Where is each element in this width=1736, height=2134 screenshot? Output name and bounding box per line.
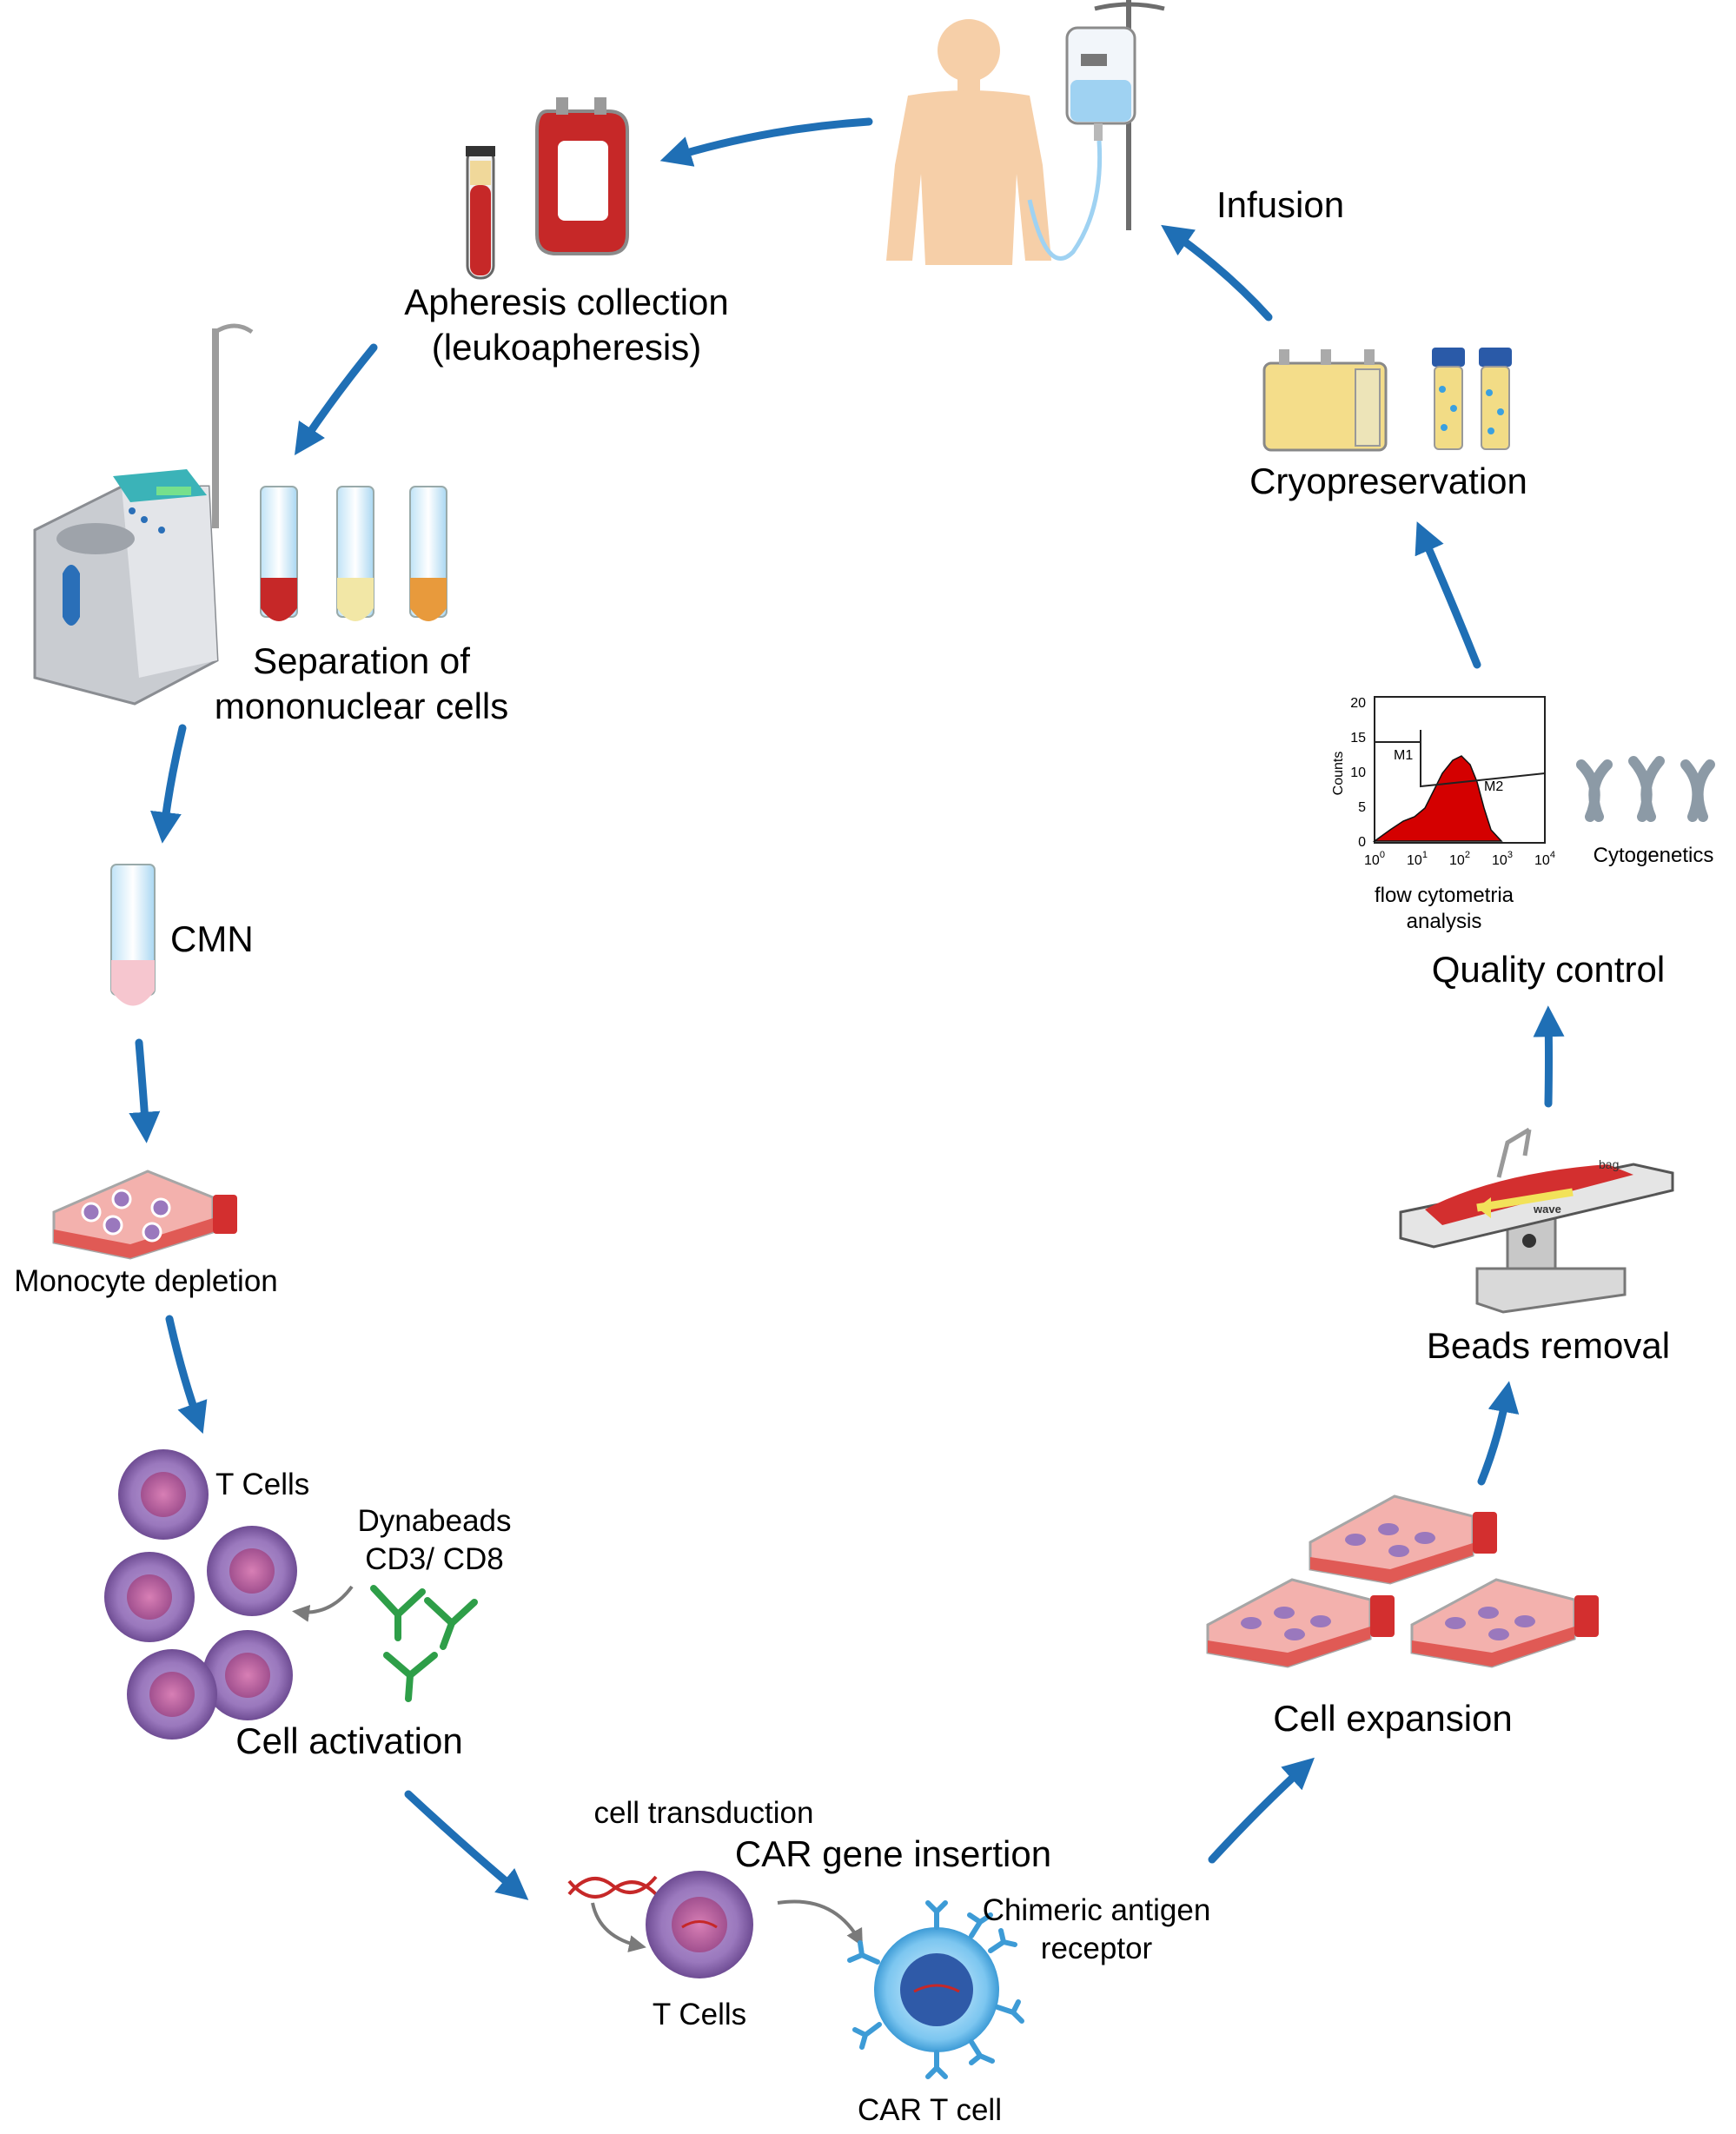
flow-x-ticks: 100 101 102 103 104 xyxy=(1364,850,1555,868)
label-chimeric-1: Chimeric antigen xyxy=(983,1893,1211,1927)
blood-bag-icon xyxy=(535,97,629,255)
flow-markers: M1 M2 xyxy=(1394,748,1503,794)
xtick: 100 xyxy=(1364,850,1385,868)
antibodies-icon xyxy=(370,1585,478,1702)
ytick: 20 xyxy=(1350,696,1366,711)
arrow-expansion-to-beads xyxy=(1477,1381,1520,1486)
flow-ylabel: Counts xyxy=(1331,752,1346,796)
cycle-arrows xyxy=(129,117,1565,1900)
t-cell-icon xyxy=(207,1526,297,1616)
t-cell-icon xyxy=(202,1630,293,1720)
t-cell-icon xyxy=(118,1449,209,1540)
label-t-cells-2: T Cells xyxy=(653,1998,746,2031)
blood-tube-icon xyxy=(466,146,495,280)
t-cell-icon xyxy=(104,1552,195,1642)
cryo-vial-icon xyxy=(1479,348,1512,450)
label-apheresis-1: Apheresis collection xyxy=(404,282,729,322)
label-cell-transduction: cell transduction xyxy=(594,1796,814,1830)
arrow-activation-to-transduction xyxy=(404,1790,529,1900)
label-chimeric-2: receptor xyxy=(1041,1932,1153,1965)
chimeric-receptor-icon xyxy=(847,1900,1024,2079)
xtick: 101 xyxy=(1407,850,1428,868)
marker-m1: M1 xyxy=(1394,748,1413,763)
cryo-vial-icon xyxy=(1432,348,1465,450)
label-flow-1: flow cytometria xyxy=(1375,884,1514,907)
ytick: 15 xyxy=(1350,731,1366,746)
arrow-cmn-to-monocyte xyxy=(129,1038,161,1143)
ytick: 10 xyxy=(1350,765,1366,780)
xtick: 103 xyxy=(1492,850,1513,868)
flow-cytometry-plot: M1 M2 0 5 10 15 20 Counts 100 101 102 10… xyxy=(1331,696,1555,868)
label-flow-2: analysis xyxy=(1407,910,1482,933)
arrow-dna-to-tcell xyxy=(591,1902,646,1952)
label-beads-removal: Beads removal xyxy=(1427,1325,1670,1366)
arrow-separation-to-cmn xyxy=(150,724,187,844)
arrow-beads-to-quality xyxy=(1533,1005,1565,1108)
label-monocyte-depletion: Monocyte depletion xyxy=(14,1264,278,1298)
wave-bioreactor-icon: wave bag xyxy=(1399,1127,1674,1314)
culture-flask-icon xyxy=(52,1170,237,1260)
marker-m2: M2 xyxy=(1484,779,1503,794)
expansion-flask-icon xyxy=(1410,1578,1599,1668)
bag-label: bag xyxy=(1599,1157,1619,1171)
arrow-monocyte-to-activation xyxy=(165,1315,208,1435)
label-separation-2: mononuclear cells xyxy=(215,686,509,726)
label-apheresis-2: (leukoapheresis) xyxy=(432,327,702,368)
chromosomes-icon xyxy=(1576,756,1715,822)
label-cytogenetics: Cytogenetics xyxy=(1594,844,1714,867)
tube-red-icon xyxy=(260,486,298,621)
car-t-cell-icon xyxy=(847,1900,1024,2079)
xtick: 104 xyxy=(1534,850,1555,868)
cryo-bag-icon xyxy=(1262,349,1388,452)
cmn-tube-icon xyxy=(110,864,156,1006)
arrow-infusion-to-apheresis xyxy=(659,117,873,167)
label-dynabeads-2: CD3/ CD8 xyxy=(365,1542,503,1576)
t-cell-transduced-icon xyxy=(646,1871,753,1978)
ytick: 5 xyxy=(1358,800,1366,815)
tube-orange-icon xyxy=(409,486,447,621)
arrow-tcell-to-car xyxy=(777,1899,863,1947)
cell-separator-machine-icon xyxy=(33,323,254,706)
arrow-quality-to-cryo xyxy=(1415,521,1481,669)
t-cell-icon xyxy=(127,1649,217,1740)
xtick: 102 xyxy=(1449,850,1470,868)
patient-figure xyxy=(886,19,1051,265)
iv-stand-icon xyxy=(1027,0,1165,261)
arrow-car-to-expansion xyxy=(1208,1757,1315,1864)
label-t-cells: T Cells xyxy=(215,1468,309,1501)
tube-yellow-icon xyxy=(336,486,374,621)
label-dynabeads-1: Dynabeads xyxy=(357,1504,511,1538)
t-cells-cluster xyxy=(104,1449,297,1740)
ytick: 0 xyxy=(1358,835,1366,850)
expansion-flask-icon xyxy=(1309,1494,1497,1585)
label-quality-control: Quality control xyxy=(1432,949,1665,990)
expansion-flask-icon xyxy=(1206,1578,1395,1668)
arrow-dynabeads-to-cells xyxy=(292,1585,354,1622)
flow-y-ticks: 0 5 10 15 20 xyxy=(1350,696,1366,850)
arrow-apheresis-to-separation xyxy=(295,343,378,455)
label-cryopreservation: Cryopreservation xyxy=(1249,461,1527,501)
label-cell-activation: Cell activation xyxy=(235,1720,462,1761)
label-separation-1: Separation of xyxy=(253,640,470,681)
dna-icon xyxy=(567,1875,658,1899)
label-cmn: CMN xyxy=(170,918,254,959)
label-car-gene-insertion: CAR gene insertion xyxy=(735,1833,1051,1874)
label-cell-expansion: Cell expansion xyxy=(1273,1698,1513,1739)
wave-label: wave xyxy=(1533,1203,1561,1216)
label-car-t-cell: CAR T cell xyxy=(858,2093,1002,2127)
arrow-cryo-to-infusion xyxy=(1161,224,1273,321)
separation-tubes xyxy=(260,486,447,621)
label-infusion: Infusion xyxy=(1216,184,1344,225)
